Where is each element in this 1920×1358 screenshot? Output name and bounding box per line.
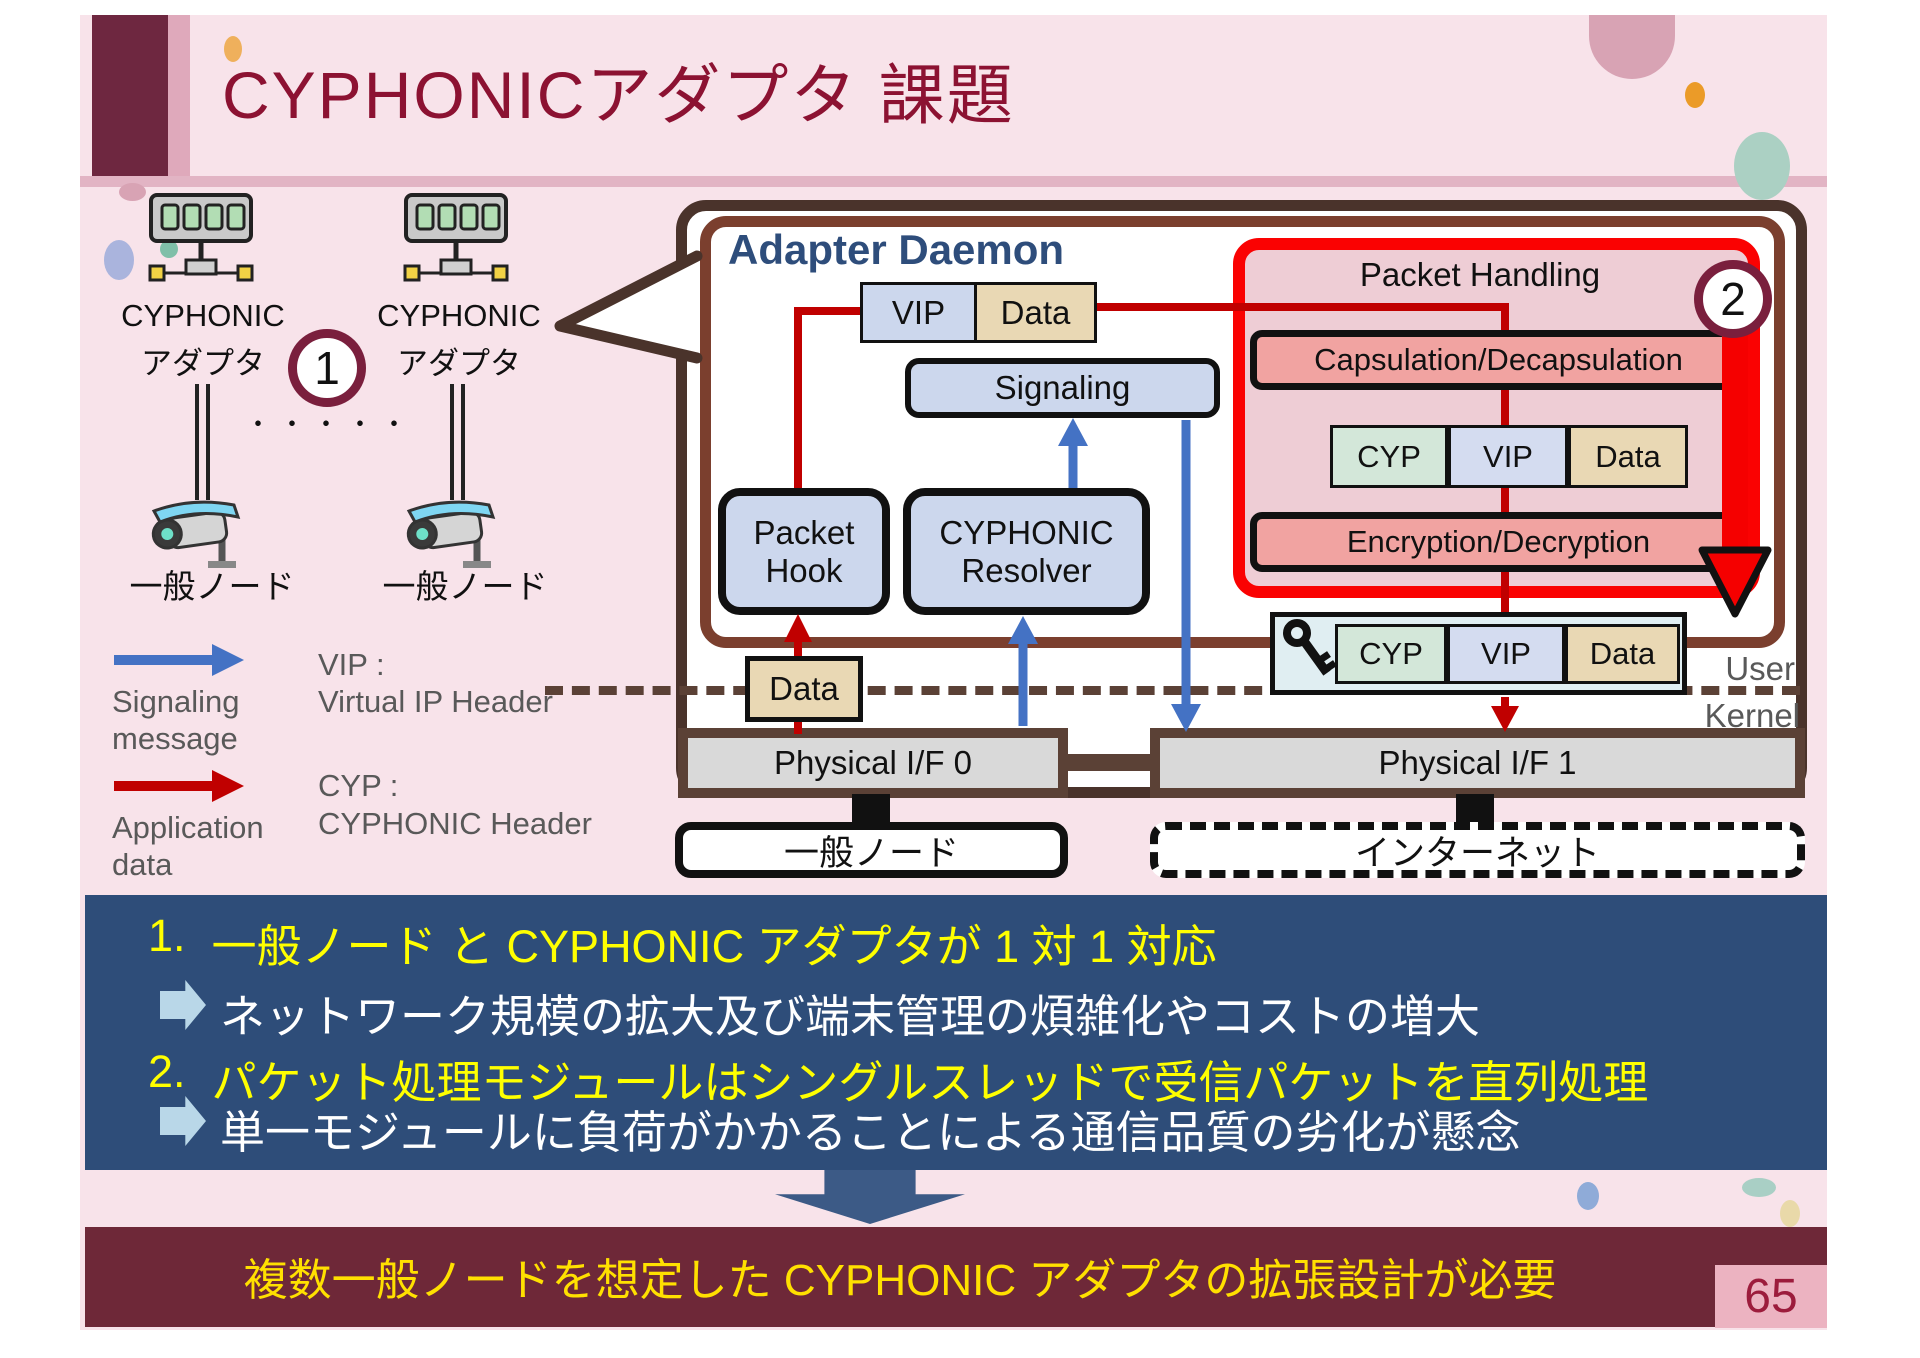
physical-if0-box: Physical I/F 0 <box>678 728 1068 798</box>
footer-bar <box>85 1227 1827 1327</box>
cyphonic-resolver-box: CYPHONIC Resolver <box>903 488 1150 615</box>
issue-marker-2: 2 <box>1694 260 1772 338</box>
title-underline <box>80 176 1827 187</box>
packet-handling-title: Packet Handling <box>1359 256 1601 293</box>
decoration-dot <box>160 240 178 258</box>
legend-vip-definition: Virtual IP Header <box>318 684 553 719</box>
legend-cyp-term: CYP : <box>318 768 399 803</box>
footer-message: 複数一般ノードを想定した CYPHONIC アダプタの拡張設計が必要 <box>243 1256 1557 1305</box>
packet-hook-label-line2: Hook <box>765 551 843 589</box>
decoration-dot <box>1742 1178 1776 1197</box>
decoration-dot <box>1780 1200 1800 1227</box>
daemon-box-inner <box>700 216 1785 648</box>
resolver-label-line1: CYPHONIC <box>939 513 1114 551</box>
issue1-text: 一般ノード と CYPHONIC アダプタが 1 対 1 対応 <box>211 921 1217 972</box>
adapter2-label-line2: アダプタ <box>397 346 521 381</box>
adapter1-label-line1: CYPHONIC <box>121 298 285 333</box>
decoration-dot <box>1577 1182 1599 1210</box>
physical-if1-box: Physical I/F 1 <box>1150 728 1805 798</box>
decoration-dot <box>104 240 134 280</box>
if1-connector <box>1456 794 1494 824</box>
ph-packet-vip: VIP <box>1448 425 1568 488</box>
issues-panel <box>85 895 1827 1170</box>
general-node2-label: 一般ノード <box>382 568 548 605</box>
kernel-data-box: Data <box>745 656 863 722</box>
issue1-consequence-text: ネットワーク規模の拡大及び端末管理の煩雑化やコストの増大 <box>220 991 1481 1042</box>
top-packet-vip: VIP <box>860 282 977 343</box>
issue2-consequence-text: 単一モジュールに負荷がかかることによる通信品質の劣化が懸念 <box>220 1107 1521 1158</box>
consequence-arrow-icon <box>160 1096 206 1146</box>
issue1-number: 1. <box>148 910 186 961</box>
legend-application-line1: Application <box>112 810 264 845</box>
general-node-box: 一般ノード <box>675 822 1068 878</box>
capsulation-box: Capsulation/Decapsulation <box>1250 330 1747 390</box>
consequence-arrow-icon <box>160 980 206 1030</box>
internet-box: インターネット <box>1150 822 1805 878</box>
key-packet-data: Data <box>1565 624 1680 684</box>
ph-packet-cyp: CYP <box>1330 425 1448 488</box>
decoration-dot <box>1685 82 1705 108</box>
title-accent-block <box>92 15 168 185</box>
issue2-consequence-line: 単一モジュールに負荷がかかることによる通信品質の劣化が懸念 <box>160 1096 1521 1161</box>
adapter1-label-line2: アダプタ <box>141 346 265 381</box>
legend-cyp-definition: CYPHONIC Header <box>318 806 592 841</box>
general-node1-label: 一般ノード <box>129 568 295 605</box>
issue1-consequence-line: ネットワーク規模の拡大及び端末管理の煩雑化やコストの増大 <box>160 980 1480 1045</box>
title-accent-stripe <box>168 15 190 185</box>
packet-hook-label-line1: Packet <box>753 513 855 551</box>
ph-packet-data: Data <box>1568 425 1688 488</box>
legend-application-line2: data <box>112 847 173 882</box>
issue1-line: 1. 一般ノード と CYPHONIC アダプタが 1 対 1 対応 <box>148 910 1217 975</box>
page-number-badge: 65 <box>1715 1265 1827 1328</box>
key-packet-vip: VIP <box>1447 624 1565 684</box>
key-packet-cyp: CYP <box>1335 624 1447 684</box>
issue2-text: パケット処理モジュールはシングルスレッドで受信パケットを直列処理 <box>211 1057 1649 1108</box>
ellipsis-dots: ・・・・・ <box>244 409 415 439</box>
issue-marker-1: 1 <box>288 329 366 407</box>
top-packet-data: Data <box>974 282 1097 343</box>
user-label: User <box>1725 650 1795 687</box>
if0-connector <box>852 794 890 824</box>
legend-vip-term: VIP : <box>318 647 385 682</box>
decoration-dot <box>224 36 242 62</box>
issue2-number: 2. <box>148 1046 186 1097</box>
page-title: CYPHONICアダプタ 課題 <box>222 58 1015 132</box>
legend-signaling-line2: message <box>112 721 238 756</box>
signaling-box: Signaling <box>905 358 1220 418</box>
kernel-label: Kernel <box>1704 697 1800 734</box>
resolver-label-line2: Resolver <box>961 551 1092 589</box>
if-gap-bridge <box>1058 754 1160 771</box>
decoration-dot <box>1734 132 1790 200</box>
daemon-title: Adapter Daemon <box>728 226 1065 273</box>
user-kernel-divider <box>545 686 1800 695</box>
issue2-line: 2. パケット処理モジュールはシングルスレッドで受信パケットを直列処理 <box>148 1046 1648 1111</box>
packet-hook-box: Packet Hook <box>718 488 890 615</box>
encryption-box: Encryption/Decryption <box>1250 512 1747 572</box>
adapter2-label-line1: CYPHONIC <box>377 298 541 333</box>
legend-signaling-line1: Signaling <box>112 684 240 719</box>
decoration-dot <box>119 183 146 201</box>
